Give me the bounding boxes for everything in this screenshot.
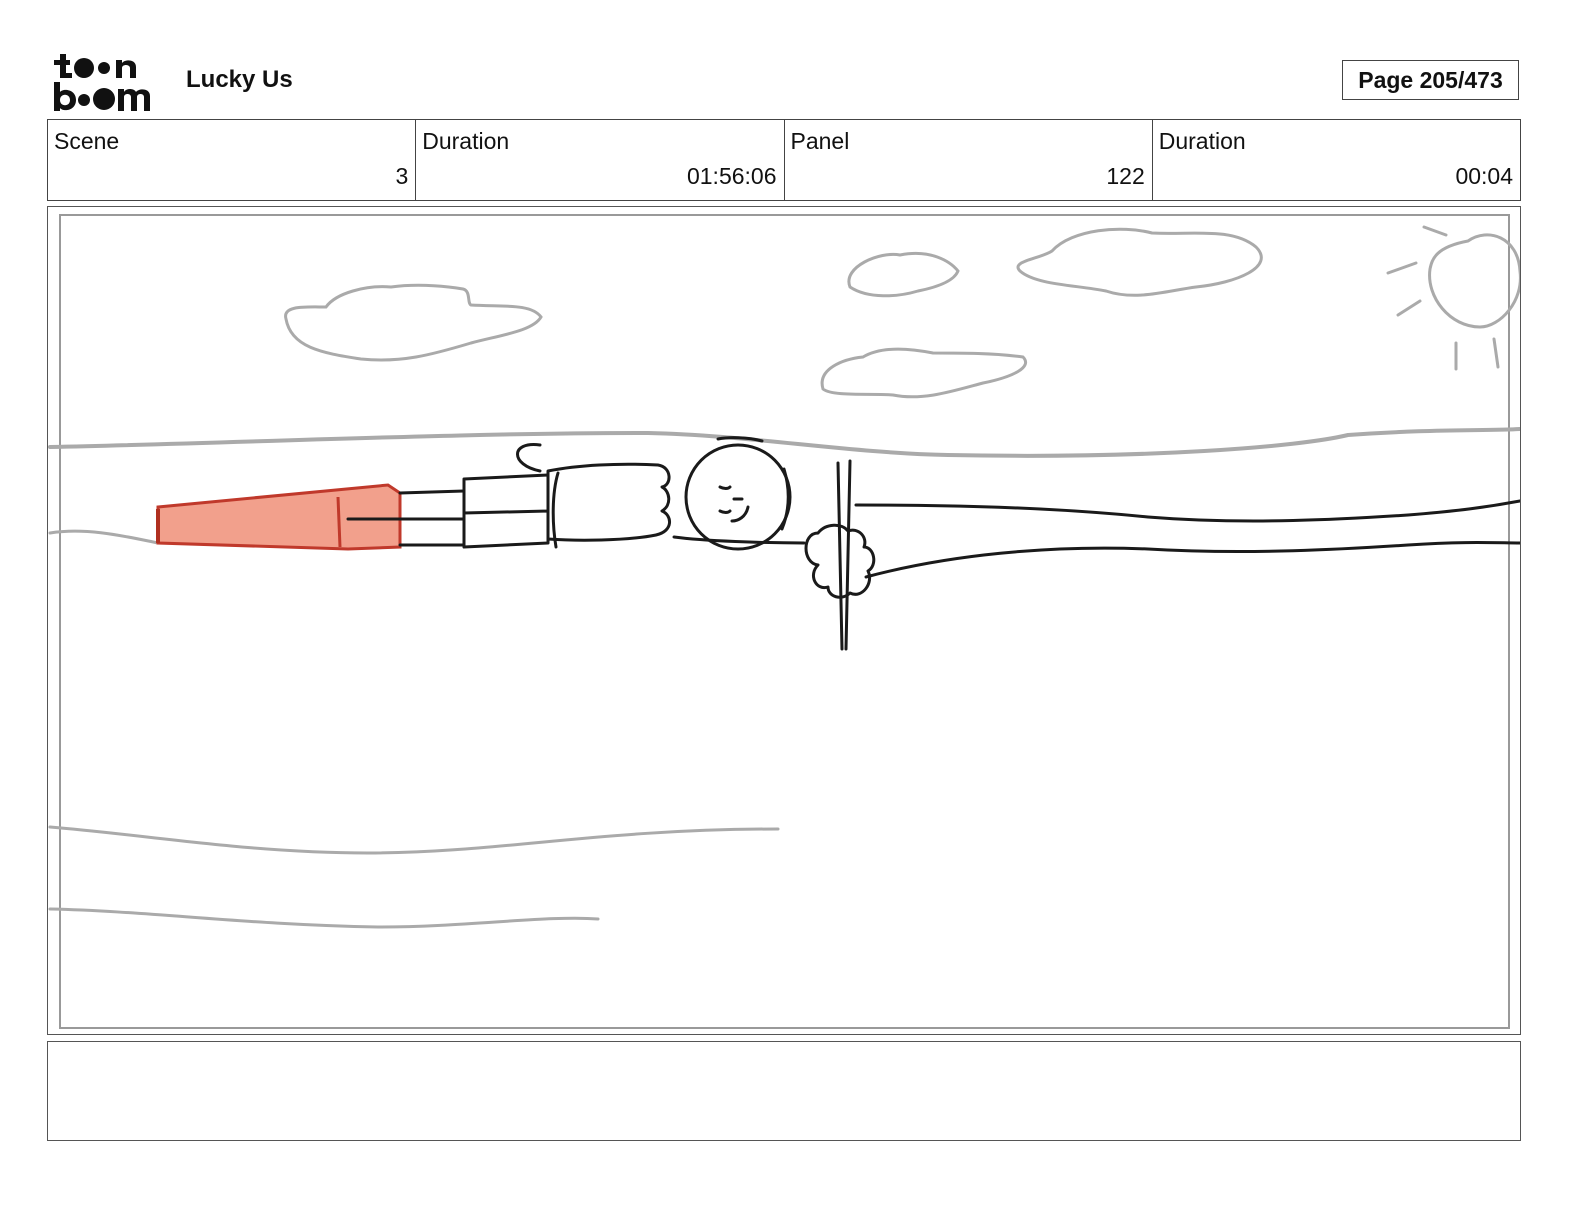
character-sketch (346, 436, 1520, 651)
cloud-mid-top (847, 251, 960, 298)
face (718, 485, 750, 523)
page-number: Page 205/473 (1342, 60, 1519, 100)
panel-duration-cell: Duration 00:04 (1153, 120, 1520, 200)
scene-duration-cell: Duration 01:56:06 (416, 120, 785, 200)
cap (716, 436, 790, 531)
scene-info-table: Scene 3 Duration 01:56:06 Panel 122 Dura… (47, 119, 1521, 201)
tail (516, 443, 542, 473)
scene-label: Scene (54, 128, 120, 154)
toon-boom-logo (52, 52, 164, 112)
project-title: Lucky Us (186, 66, 293, 93)
panel-label: Panel (790, 128, 850, 154)
arm (672, 535, 806, 545)
cloud-mid-low (820, 347, 1027, 399)
sun (1428, 233, 1520, 329)
ground-line-2 (48, 907, 600, 929)
sun-ray-5 (1422, 225, 1448, 237)
scene-value: 3 (395, 163, 409, 189)
panel-duration-value: 00:04 (1455, 163, 1513, 189)
sun-ray-1 (1386, 261, 1418, 275)
skirt (156, 483, 402, 551)
scene-duration-value: 01:56:06 (686, 163, 777, 189)
legs (346, 489, 466, 547)
head (684, 443, 792, 551)
cloud-left (284, 283, 543, 362)
panel-cell: Panel 122 (785, 120, 1153, 200)
rope-upper (854, 499, 1520, 523)
panel-duration-label: Duration (1158, 128, 1246, 154)
jacket-seam (551, 471, 560, 549)
cloud-right (1016, 227, 1263, 297)
scene-duration-label: Duration (422, 128, 510, 154)
sun-ray-2 (1396, 299, 1422, 317)
storyboard-panel (47, 206, 1521, 1035)
horizon-line (48, 427, 1520, 458)
sky-sketch (48, 225, 1520, 929)
pants (462, 473, 550, 549)
rope-lower (864, 541, 1520, 579)
ground-line-1 (48, 825, 780, 855)
distant-line (48, 529, 160, 545)
scene-cell: Scene 3 (48, 120, 417, 200)
panel-sketch (48, 214, 1520, 1029)
panel-value: 122 (1106, 163, 1145, 189)
pole (836, 459, 852, 651)
jacket (546, 462, 671, 542)
sun-ray-4 (1492, 337, 1500, 369)
safe-frame (59, 214, 1510, 1029)
panel-notes (47, 1041, 1521, 1141)
hand (804, 523, 876, 599)
